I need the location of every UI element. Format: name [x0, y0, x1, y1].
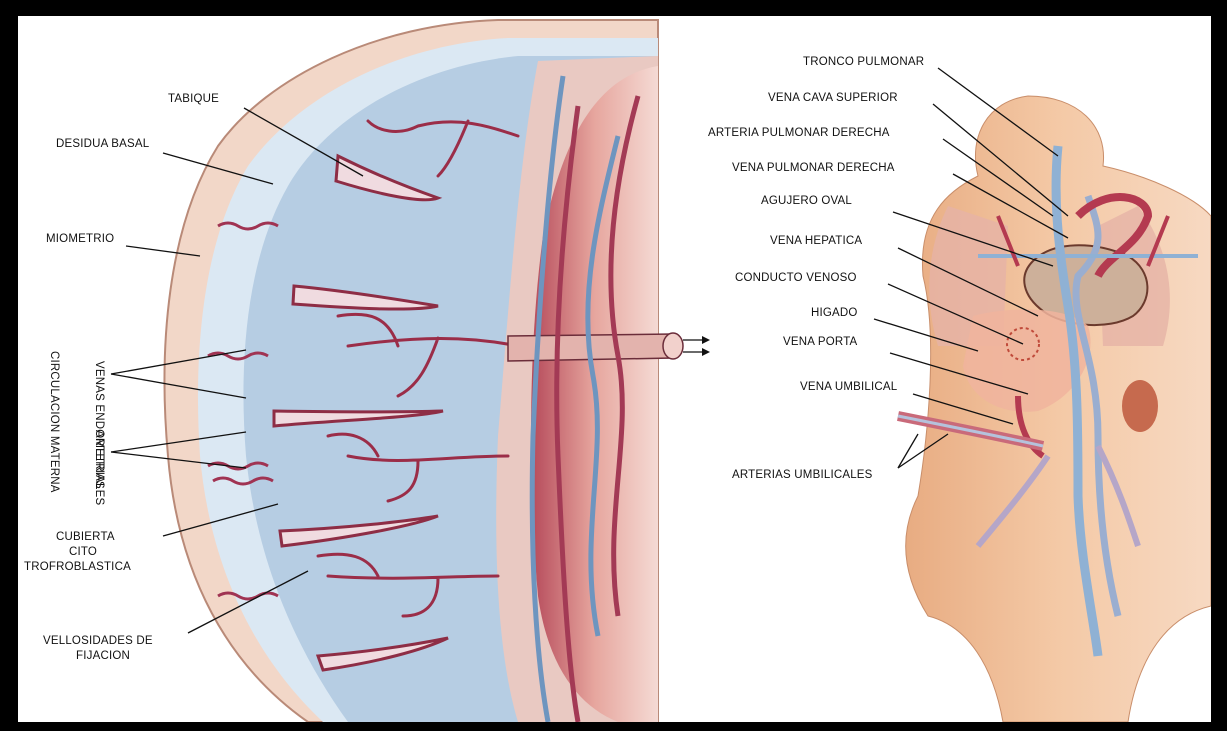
label-conducto-venoso: CONDUCTO VENOSO [735, 272, 857, 284]
fetal-circulation-illustration [898, 96, 1211, 722]
placenta-fetal-circulation-diagram: TABIQUE DESIDUA BASAL MIOMETRIO VENAS EN… [18, 16, 1211, 722]
label-vena-hepatica: VENA HEPATICA [770, 235, 862, 247]
label-desidua-basal: DESIDUA BASAL [56, 138, 150, 150]
label-vena-porta: VENA PORTA [783, 336, 858, 348]
label-arteria-pulmonar-derecha: ARTERIA PULMONAR DERECHA [708, 127, 890, 139]
label-agujero-oval: AGUJERO OVAL [761, 195, 852, 207]
label-vena-pulmonar-derecha: VENA PULMONAR DERECHA [732, 162, 895, 174]
label-circulacion-materna: CIRCULACION MATERNA [48, 351, 60, 493]
label-higado: HIGADO [811, 307, 858, 319]
kidney [1122, 380, 1158, 432]
label-tabique: TABIQUE [168, 93, 219, 105]
label-cito: CITO [69, 546, 97, 558]
label-trofroblastica: TROFROBLASTICA [24, 561, 131, 573]
label-vellosidades-de: VELLOSIDADES DE [43, 635, 153, 647]
label-arterias-umbilicales: ARTERIAS UMBILICALES [732, 469, 873, 481]
label-vena-cava-superior: VENA CAVA SUPERIOR [768, 92, 898, 104]
right-panel-labels: TRONCO PULMONAR VENA CAVA SUPERIOR ARTER… [708, 56, 924, 481]
diagram-canvas: TABIQUE DESIDUA BASAL MIOMETRIO VENAS EN… [18, 16, 1211, 722]
label-vena-umbilical: VENA UMBILICAL [800, 381, 898, 393]
label-fijacion: FIJACION [76, 650, 130, 662]
label-tronco-pulmonar: TRONCO PULMONAR [803, 56, 924, 68]
placenta-illustration [165, 20, 710, 722]
label-miometrio: MIOMETRIO [46, 233, 114, 245]
label-cubierta: CUBIERTA [56, 531, 115, 543]
label-arterias: ARTERIAS [93, 430, 105, 489]
